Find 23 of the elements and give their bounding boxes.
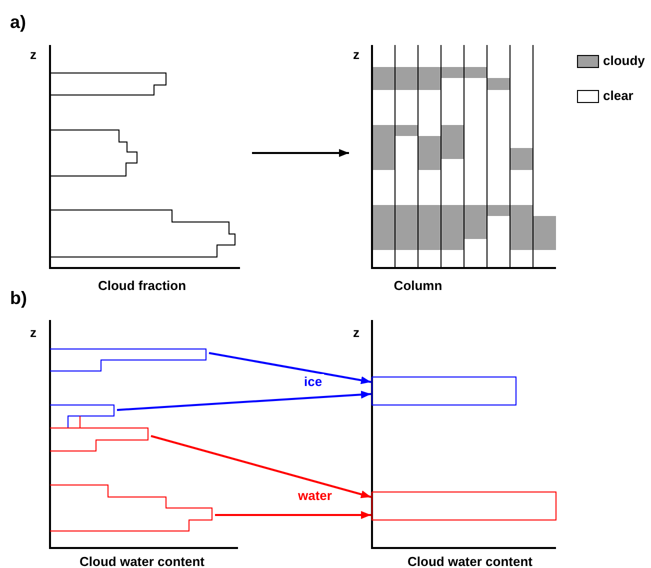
arrow xyxy=(116,390,372,411)
axis-label: z xyxy=(353,47,360,62)
profile-outline xyxy=(49,484,214,533)
arrow xyxy=(215,511,371,519)
axis-label: z xyxy=(353,325,360,340)
axis-title: Column xyxy=(394,278,442,293)
profile-outline xyxy=(371,491,558,522)
arrow xyxy=(252,149,349,157)
axis-label: z xyxy=(30,325,36,340)
axis-title: Cloud water content xyxy=(408,554,532,568)
arrow xyxy=(208,352,372,384)
legend-label: clear xyxy=(603,88,634,103)
axis-label: z xyxy=(30,47,36,62)
arrow xyxy=(150,435,372,498)
axis-title: Cloud water content xyxy=(80,554,204,568)
panel-label: a) xyxy=(10,12,26,33)
profile-outline xyxy=(371,376,518,407)
panel-label: b) xyxy=(10,288,27,309)
profile-outline xyxy=(49,415,150,453)
edge-label: ice xyxy=(302,374,324,389)
axis-title: Cloud fraction xyxy=(98,278,186,293)
profile-outline xyxy=(49,348,208,373)
legend-label: cloudy xyxy=(603,53,645,68)
